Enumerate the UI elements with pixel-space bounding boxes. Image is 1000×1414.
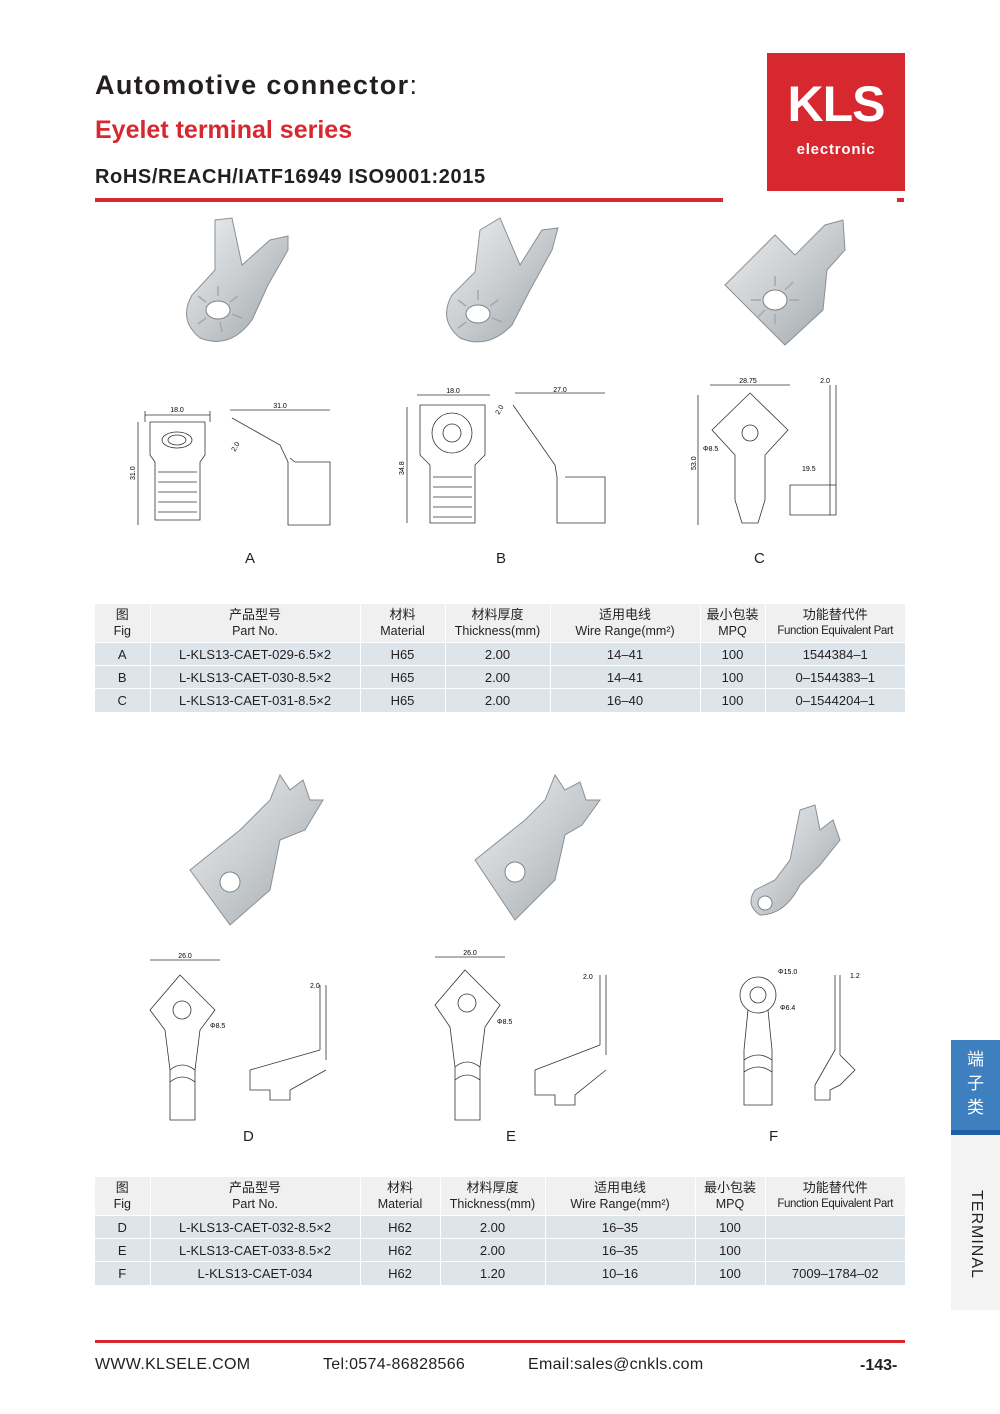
figure-b-photo	[446, 217, 559, 343]
page-title: Automotive connector:	[95, 70, 419, 100]
dim-f-outer: Φ15.0	[778, 969, 797, 976]
figure-d-drawing: 26.0 Φ8.5 2.0	[149, 953, 327, 1121]
figure-e-label: E	[506, 1128, 517, 1145]
figure-c-label: C	[754, 550, 765, 567]
kls-logo: KLS electronic	[767, 53, 905, 191]
dim-b-height: 34.8	[399, 461, 406, 475]
figure-e-photo	[474, 773, 601, 921]
figure-e-drawing: 26.0 Φ8.5 2.0	[434, 950, 607, 1121]
footer-email: Email:sales@cnkls.com	[528, 1356, 704, 1373]
certifications: RoHS/REACH/IATF16949 ISO9001:2015	[95, 166, 486, 188]
dim-b-side: 27.0	[553, 387, 567, 394]
figure-f-drawing: Φ15.0 Φ6.4 1.2	[739, 969, 860, 1106]
side-tab-terminal: TERMINAL	[951, 1135, 1000, 1310]
dim-d-thickness: 2.0	[310, 983, 320, 990]
dim-f-hole: Φ6.4	[780, 1005, 795, 1012]
side-tab-category: 端 子 类	[951, 1040, 1000, 1130]
dim-f-thickness: 1.2	[850, 973, 860, 980]
footer-rule	[95, 1340, 905, 1343]
dim-e-width: 26.0	[463, 950, 477, 957]
figure-d-photo	[189, 773, 324, 926]
dim-a-thickness: 2.0	[231, 441, 242, 453]
figure-d-label: D	[243, 1128, 254, 1145]
dim-e-hole: Φ8.5	[497, 1019, 512, 1026]
dim-c-hole: Φ8.5	[703, 446, 718, 453]
figure-c-photo	[724, 219, 846, 346]
footer-website: WWW.KLSELE.COM	[95, 1356, 251, 1373]
dim-c-width: 28.75	[739, 378, 757, 385]
logo-sub: electronic	[796, 141, 876, 158]
dim-e-thickness: 2.0	[583, 974, 593, 981]
side-tab-bar	[951, 1130, 1000, 1135]
dim-a-height: 31.0	[130, 466, 137, 480]
dim-a-side: 31.0	[273, 403, 287, 410]
dim-c-thickness: 2.0	[820, 378, 830, 385]
series-title: Eyelet terminal series	[95, 116, 353, 144]
header-rule	[95, 198, 723, 202]
dim-c-height: 53.0	[691, 456, 698, 470]
figure-f-label: F	[769, 1128, 779, 1145]
dim-c-side: 19.5	[802, 466, 816, 473]
figure-f-photo	[750, 804, 841, 916]
figure-b-drawing: 18.0 27.0 34.8 2.0	[399, 387, 606, 524]
figure-a-drawing: 18.0 31.0 31.0 2.0	[130, 403, 331, 526]
figure-a-photo	[186, 217, 289, 342]
dim-d-width: 26.0	[178, 953, 192, 960]
figure-c-drawing: 28.75 2.0 53.0 Φ8.5 19.5	[691, 378, 837, 525]
dim-b-thickness: 2.0	[495, 404, 506, 416]
page-number: -143-	[860, 1357, 898, 1374]
dim-a-width: 18.0	[170, 407, 184, 414]
figure-a-label: A	[245, 550, 256, 567]
dim-d-hole: Φ8.5	[210, 1023, 225, 1030]
figure-b-label: B	[496, 550, 507, 567]
header-rule-end	[897, 198, 904, 202]
dim-b-width: 18.0	[446, 388, 460, 395]
logo-brand: KLS	[787, 76, 886, 132]
footer-tel: Tel:0574-86828566	[323, 1356, 466, 1373]
